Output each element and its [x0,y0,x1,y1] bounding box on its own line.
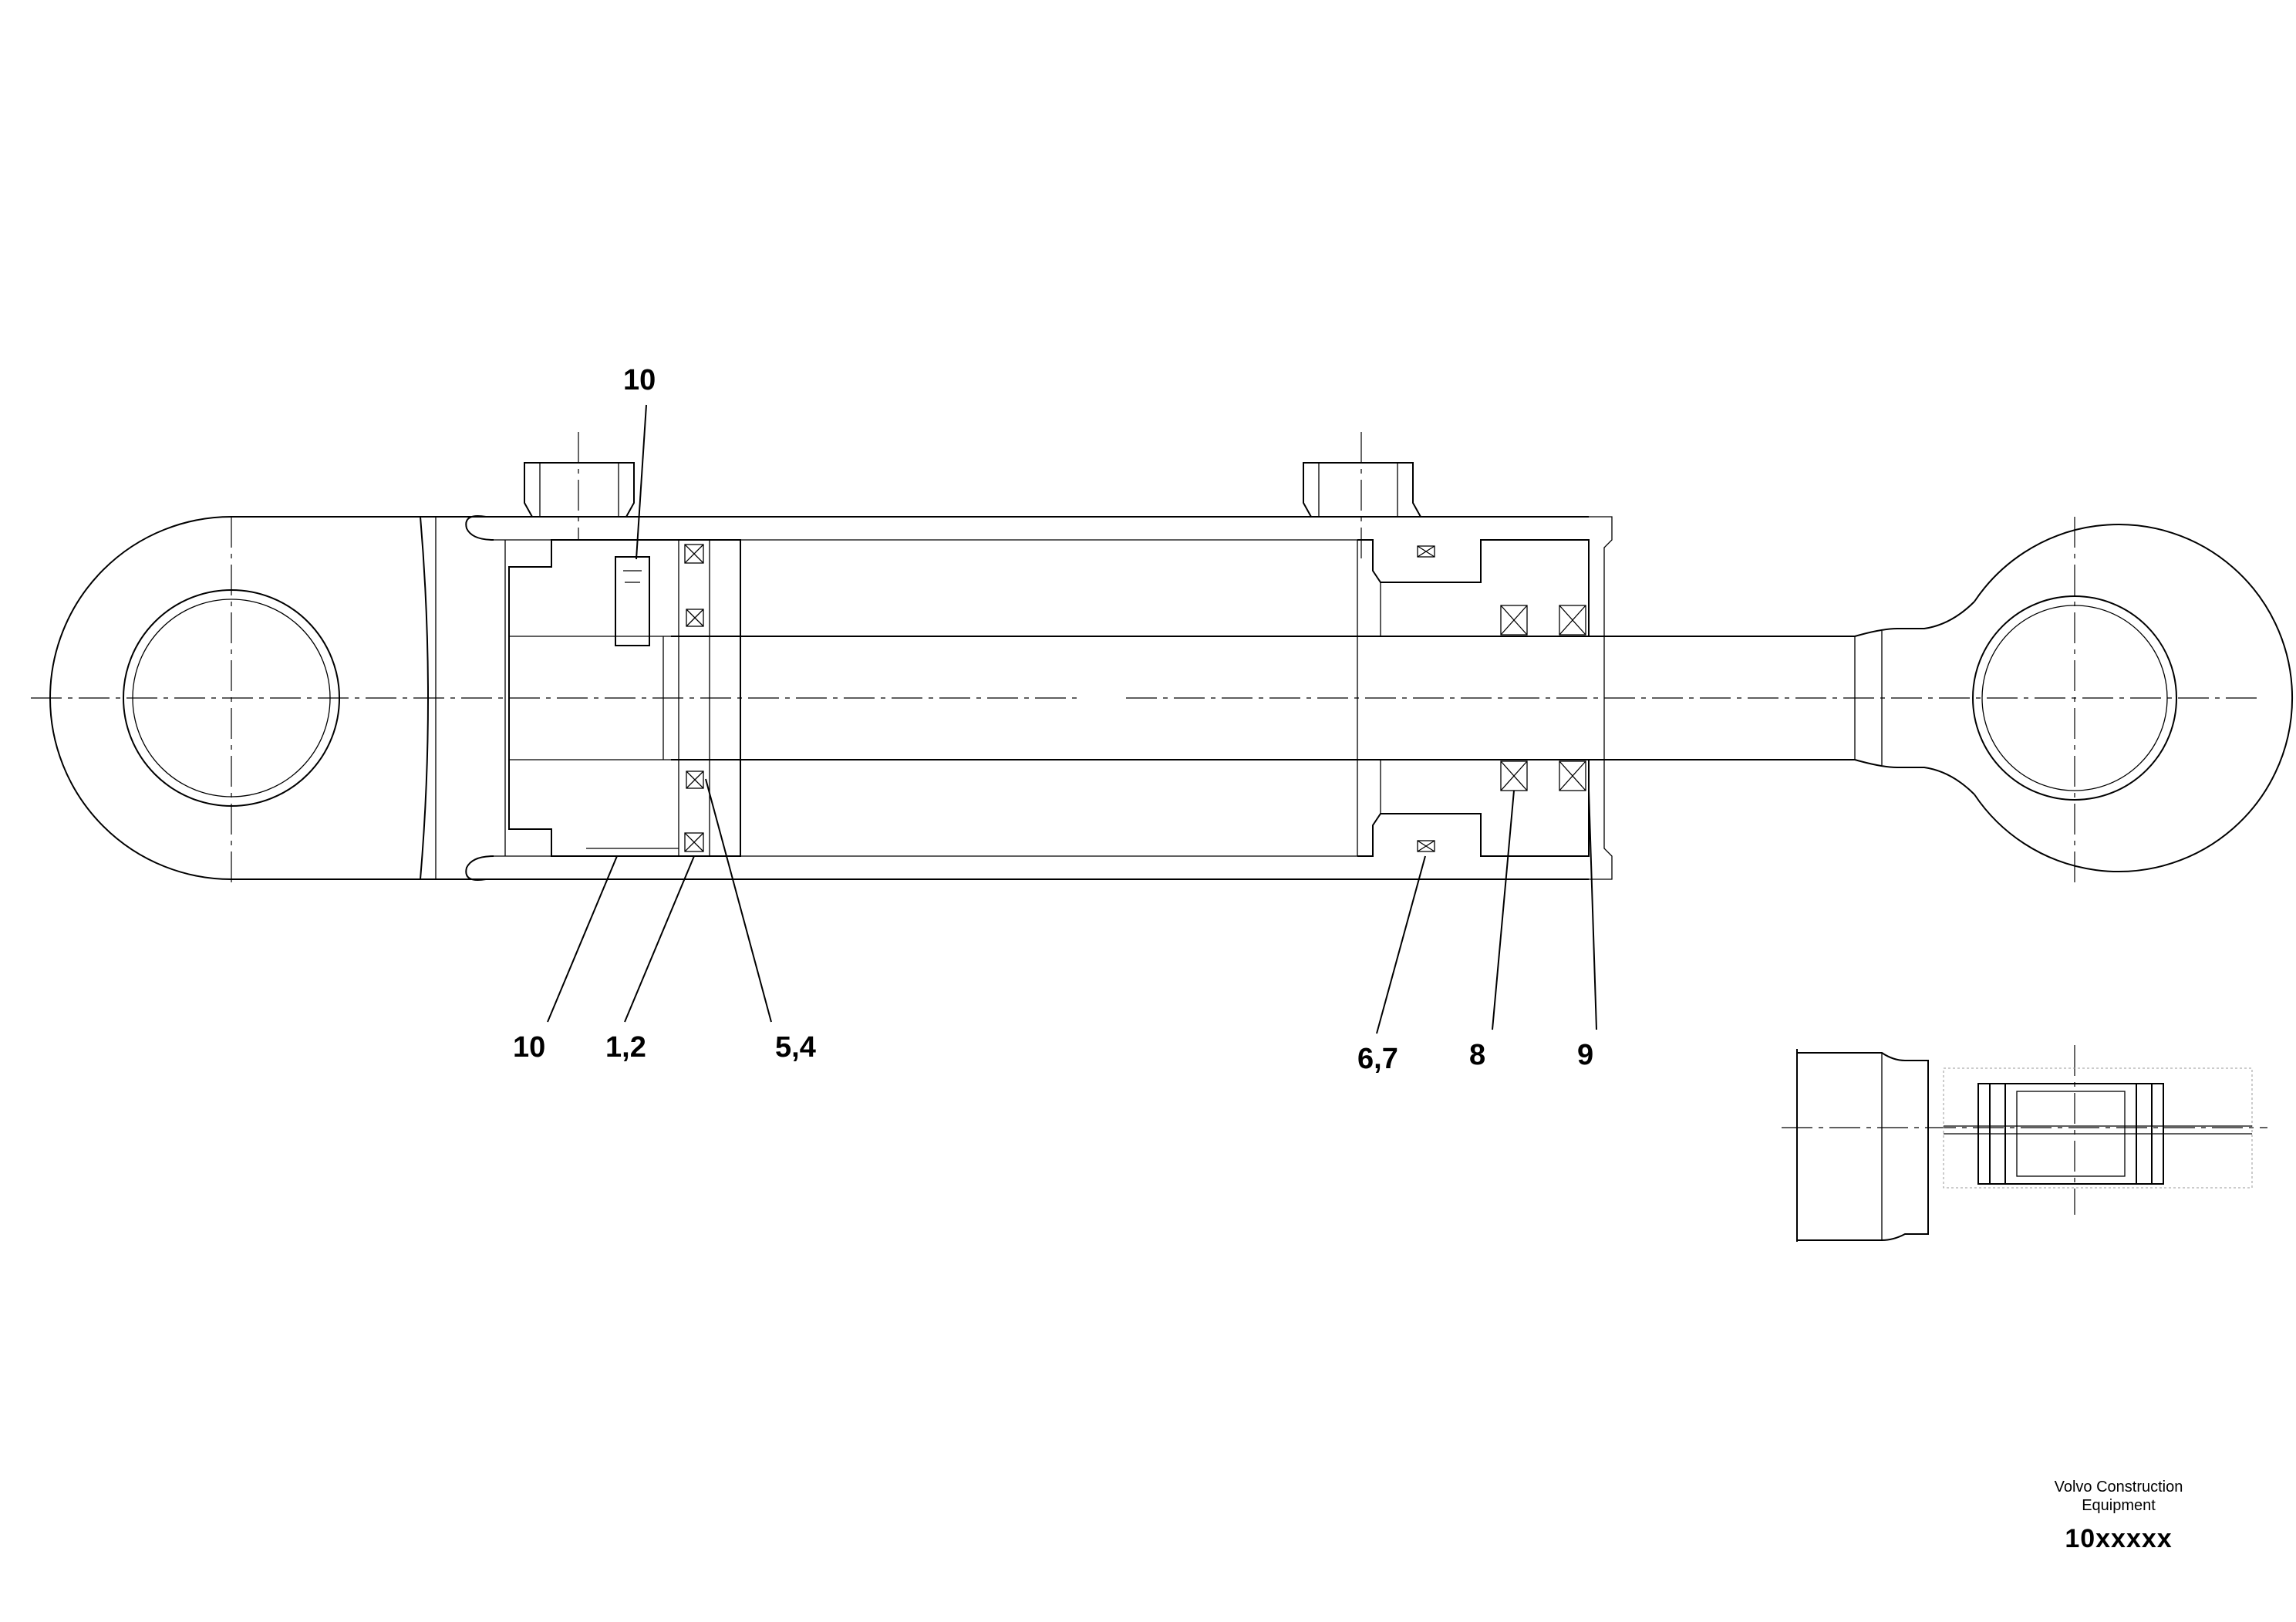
piston-rod [663,601,1975,795]
port-left [524,462,635,518]
right-mounting-eye [1972,524,2294,872]
callout-5-4: 5,4 [775,1031,816,1064]
drawing-number: 10xxxxx [2065,1524,2173,1553]
center-lines [31,432,2260,887]
callout-10-bottom: 10 [513,1031,545,1064]
piston [508,539,741,857]
title-block: Volvo Construction Equipment 10xxxxx [2003,1478,2234,1554]
detail-view-bearing [1782,1045,2267,1242]
left-mounting-eye [49,516,437,880]
cylinder-head [1357,516,1613,880]
callout-1-2: 1,2 [605,1031,646,1064]
callouts: 10 10 1,2 5,4 6,7 8 9 [513,364,1593,1075]
callout-10-top: 10 [623,364,656,396]
leader-lines [547,404,1597,1034]
callout-9: 9 [1577,1039,1593,1071]
callout-8: 8 [1469,1039,1485,1071]
callout-6-7: 6,7 [1357,1043,1398,1075]
company-name: Volvo Construction Equipment [2054,1479,2183,1514]
port-right [1303,462,1421,518]
